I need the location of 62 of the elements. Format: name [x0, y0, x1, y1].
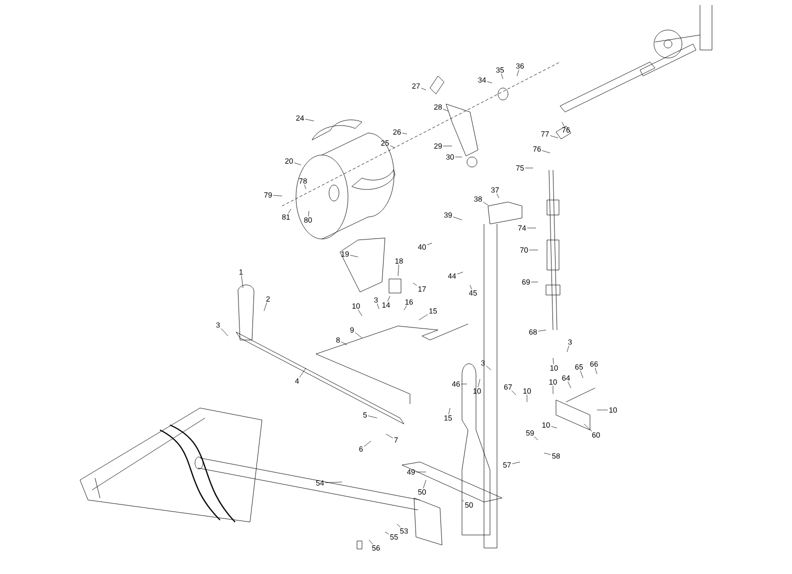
leader-line [398, 264, 399, 276]
leader-line [486, 366, 492, 370]
leader-line [384, 532, 389, 534]
leader-line [325, 482, 342, 483]
leader-line [552, 385, 554, 394]
leader-line [483, 202, 488, 206]
leader-line [457, 272, 464, 274]
leader-line [516, 69, 520, 76]
leader-line [568, 381, 572, 388]
leader-line [496, 193, 500, 198]
leader-line [350, 255, 358, 258]
leader-line [305, 118, 314, 122]
leader-line [501, 73, 504, 80]
leader-line [534, 436, 538, 440]
leader-line [404, 305, 407, 310]
leader-line [423, 480, 426, 488]
leader-line [368, 540, 373, 544]
leader-line [304, 184, 306, 190]
leader-line [526, 394, 528, 402]
leader-line [364, 440, 372, 447]
leader-line [358, 309, 362, 316]
leader-line [340, 342, 348, 346]
leader-line [390, 145, 396, 148]
leader-line [512, 462, 520, 464]
leader-line [368, 416, 378, 418]
leader-line [487, 81, 492, 84]
leader-line [542, 150, 550, 154]
leader-line [396, 524, 401, 528]
leader-line [386, 434, 394, 438]
leader-line [308, 210, 310, 216]
leader-line [241, 275, 244, 288]
leader-line [220, 328, 228, 336]
leader-line [418, 314, 428, 320]
leader-line [512, 390, 516, 396]
leader-line [550, 135, 558, 138]
leader-line [443, 108, 448, 112]
leader-line [551, 426, 558, 428]
leader-line [377, 303, 380, 310]
leader-line [580, 370, 584, 378]
leader-line [448, 408, 450, 415]
leader-line [299, 368, 306, 378]
leader-line [402, 132, 408, 134]
leader-line [294, 162, 302, 166]
leader-line [566, 345, 570, 352]
leader-line [470, 284, 472, 290]
leader-line [421, 88, 426, 90]
leader-line [264, 302, 267, 312]
leader-line [288, 208, 292, 214]
leader-line [427, 242, 432, 246]
leader-line [538, 330, 546, 332]
leader-line [354, 332, 362, 338]
leader-line [387, 296, 390, 302]
leader-line [455, 156, 462, 158]
leader-line [273, 195, 282, 196]
leader-line [412, 282, 417, 286]
leader-line [594, 367, 598, 374]
leader-line [584, 424, 592, 432]
leader-line [544, 452, 551, 455]
leader-line [478, 378, 480, 388]
leader-line [552, 358, 554, 364]
leader-line [453, 216, 462, 220]
leader-line [562, 122, 564, 126]
